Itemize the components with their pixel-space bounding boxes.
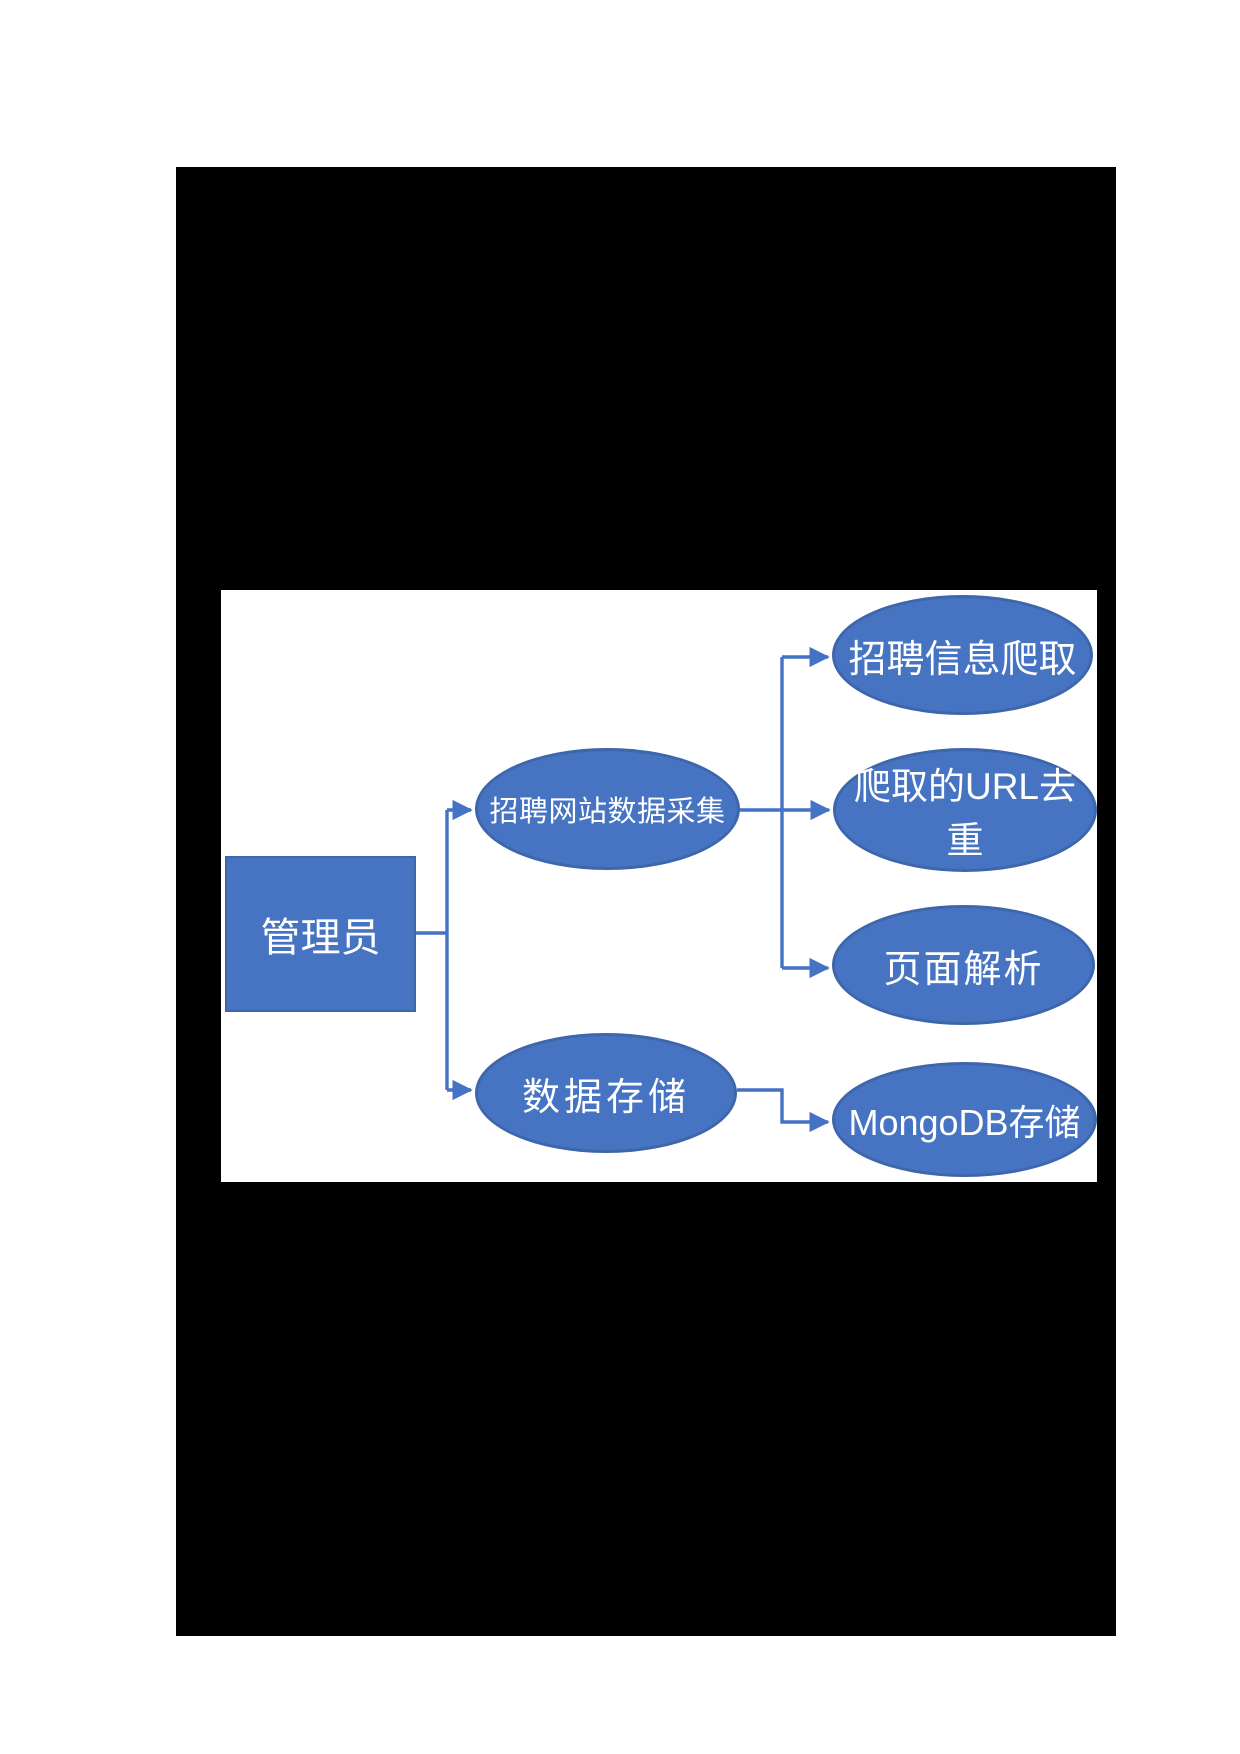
page-dark-background: 管理员 招聘网站数据采集 数据存储 招聘信息爬取 爬取的URL去重 页面解析 M… [176,167,1116,1636]
node-url-dedup: 爬取的URL去重 [833,748,1097,872]
actor-label: 管理员 [260,916,381,960]
node-label: 招聘信息爬取 [848,638,1077,681]
actor-box: 管理员 [225,856,416,1012]
node-site-data-collection: 招聘网站数据采集 [475,748,740,870]
node-data-storage: 数据存储 [475,1033,737,1153]
node-label: 爬取的URL去重 [853,766,1077,861]
node-label: 数据存储 [521,1076,690,1119]
connector-lines [416,646,831,1133]
node-label: 招聘网站数据采集 [489,796,726,828]
crawler-use-case-diagram: 管理员 招聘网站数据采集 数据存储 招聘信息爬取 爬取的URL去重 页面解析 M… [221,590,1097,1182]
node-label: MongoDB存储 [848,1101,1081,1143]
node-label: 页面解析 [883,948,1044,991]
node-mongodb-storage: MongoDB存储 [832,1062,1097,1177]
node-page-parse: 页面解析 [832,905,1095,1025]
arrow-to-mongodb-storage [737,1088,830,1133]
node-recruit-info-crawl: 招聘信息爬取 [832,595,1093,715]
